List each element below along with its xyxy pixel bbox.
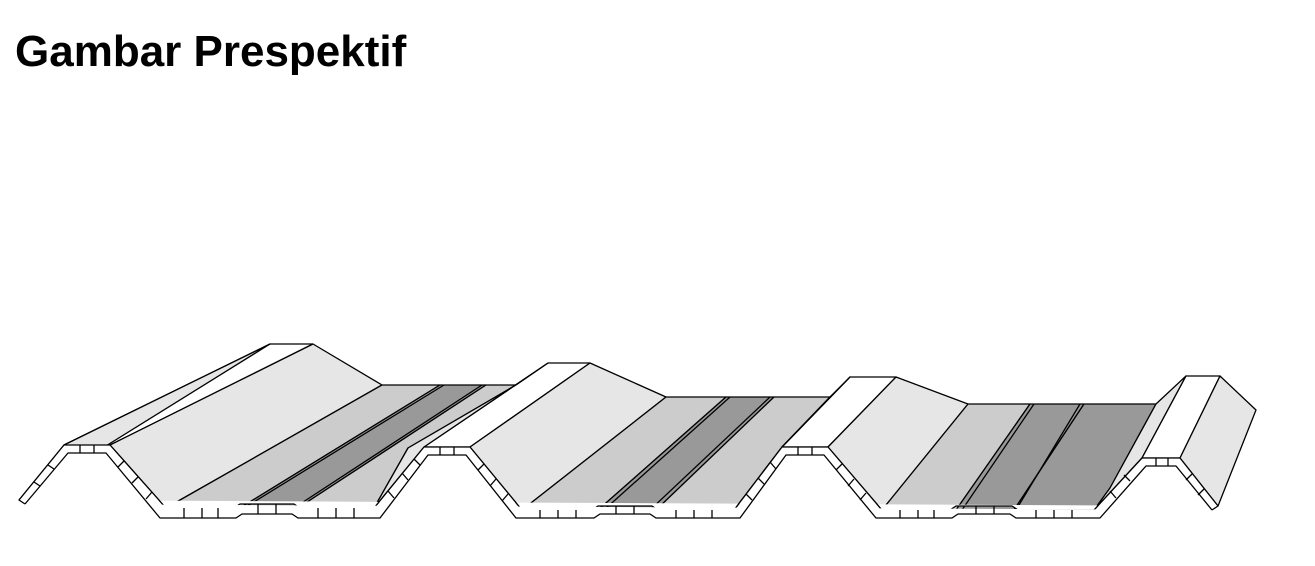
profile-inner-edge	[24, 452, 1213, 519]
page-title: Gambar Prespektif	[15, 27, 407, 76]
front-cross-section	[18, 444, 1219, 519]
rib-1	[18, 343, 517, 509]
rib-2	[373, 362, 831, 511]
profile-cell-dividers	[33, 445, 1205, 518]
